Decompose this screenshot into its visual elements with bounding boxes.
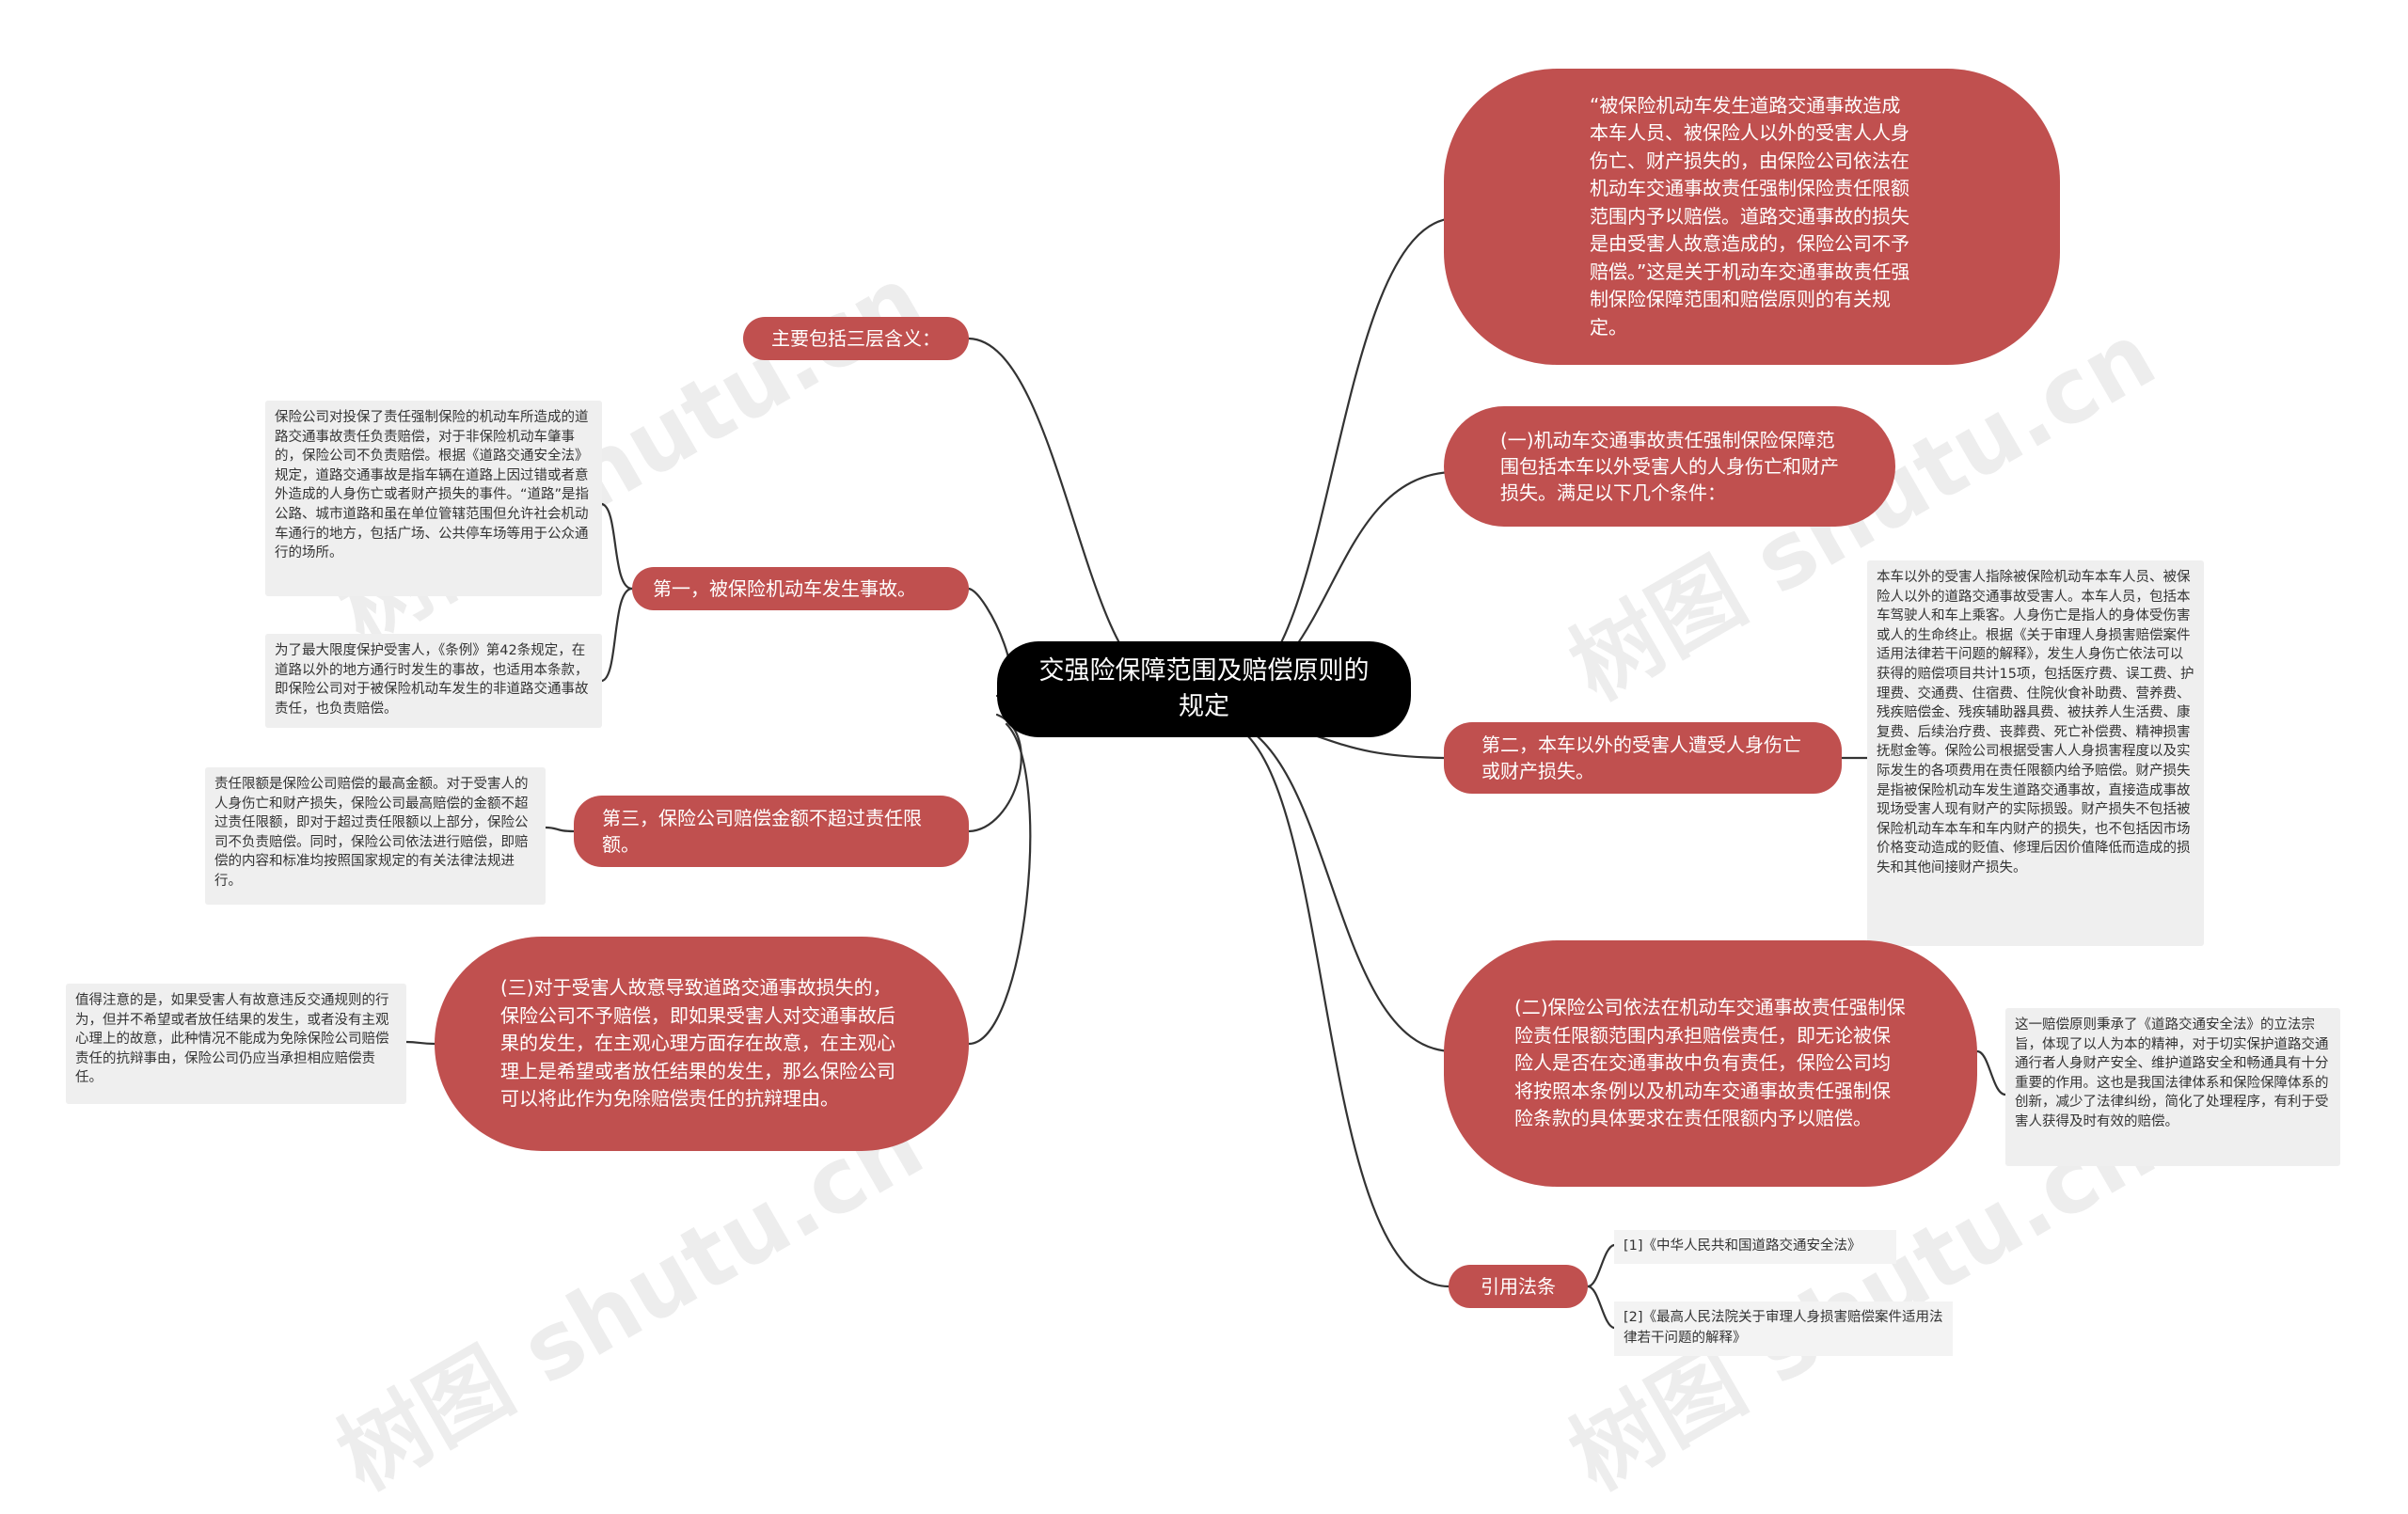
note-first-1: 保险公司对投保了责任强制保险的机动车所造成的道路交通事故责任负责赔偿，对于非保险… — [265, 401, 602, 596]
edge-ref2 — [1586, 1285, 1616, 1330]
root-topic[interactable]: 交强险保障范围及赔偿原则的规定 — [997, 641, 1411, 737]
edge-er-note — [1975, 1049, 2007, 1096]
edge-third-note — [544, 826, 576, 833]
topic-er[interactable]: (二)保险公司依法在机动车交通事故责任强制保险责任限额范围内承担赔偿责任，即无论… — [1444, 940, 1977, 1187]
reference-1[interactable]: [1]《中华人民共和国道路交通安全法》 — [1614, 1230, 1896, 1264]
topic-yi[interactable]: (一)机动车交通事故责任强制保险保障范围包括本车以外受害人的人身伤亡和财产损失。… — [1444, 406, 1895, 527]
topic-san[interactable]: (三)对于受害人故意导致道路交通事故损失的，保险公司不予赔偿，即如果受害人对交通… — [435, 937, 969, 1151]
edge-cite — [1238, 727, 1450, 1288]
note-san: 值得注意的是，如果受害人有故意违反交通规则的行为，但并不希望或者放任结果的发生，… — [66, 984, 406, 1104]
edge-san — [967, 722, 1032, 1046]
note-second: 本车以外的受害人指除被保险机动车本车人员、被保险人以外的道路交通事故受害人。本车… — [1867, 560, 2204, 946]
topic-second[interactable]: 第二，本车以外的受害人遭受人身伤亡或财产损失。 — [1444, 722, 1842, 794]
topic-first[interactable]: 第一，被保险机动车发生事故。 — [632, 567, 969, 610]
note-first-2: 为了最大限度保护受害人，《条例》第42条规定，在道路以外的地方通行时发生的事故，… — [265, 634, 602, 728]
edge-main — [967, 337, 1149, 679]
edge-quote — [1238, 216, 1455, 690]
note-er: 这一赔偿原则秉承了《道路交通安全法》的立法宗旨，体现了以人为本的精神，对于切实保… — [2005, 1008, 2340, 1166]
edge-first-note1 — [600, 502, 634, 591]
edge-er — [1238, 722, 1455, 1053]
topic-quote[interactable]: “被保险机动车发生道路交通事故造成本车人员、被保险人以外的受害人人身伤亡、财产损… — [1444, 69, 2060, 365]
reference-2[interactable]: [2]《最高人民法院关于审理人身损害赔偿案件适用法律若干问题的解释》 — [1614, 1301, 1953, 1356]
edge-ref1 — [1586, 1243, 1616, 1288]
topic-third[interactable]: 第三，保险公司赔偿金额不超过责任限额。 — [574, 796, 969, 867]
edge-first-note2 — [600, 587, 634, 683]
note-third: 责任限额是保险公司赔偿的最高金额。对于受害人的人身伤亡和财产损失，保险公司最高赔… — [205, 767, 546, 905]
edge-san-note — [404, 1040, 436, 1046]
topic-main-meanings[interactable]: 主要包括三层含义： — [743, 317, 969, 360]
topic-cite[interactable]: 引用法条 — [1449, 1265, 1588, 1308]
